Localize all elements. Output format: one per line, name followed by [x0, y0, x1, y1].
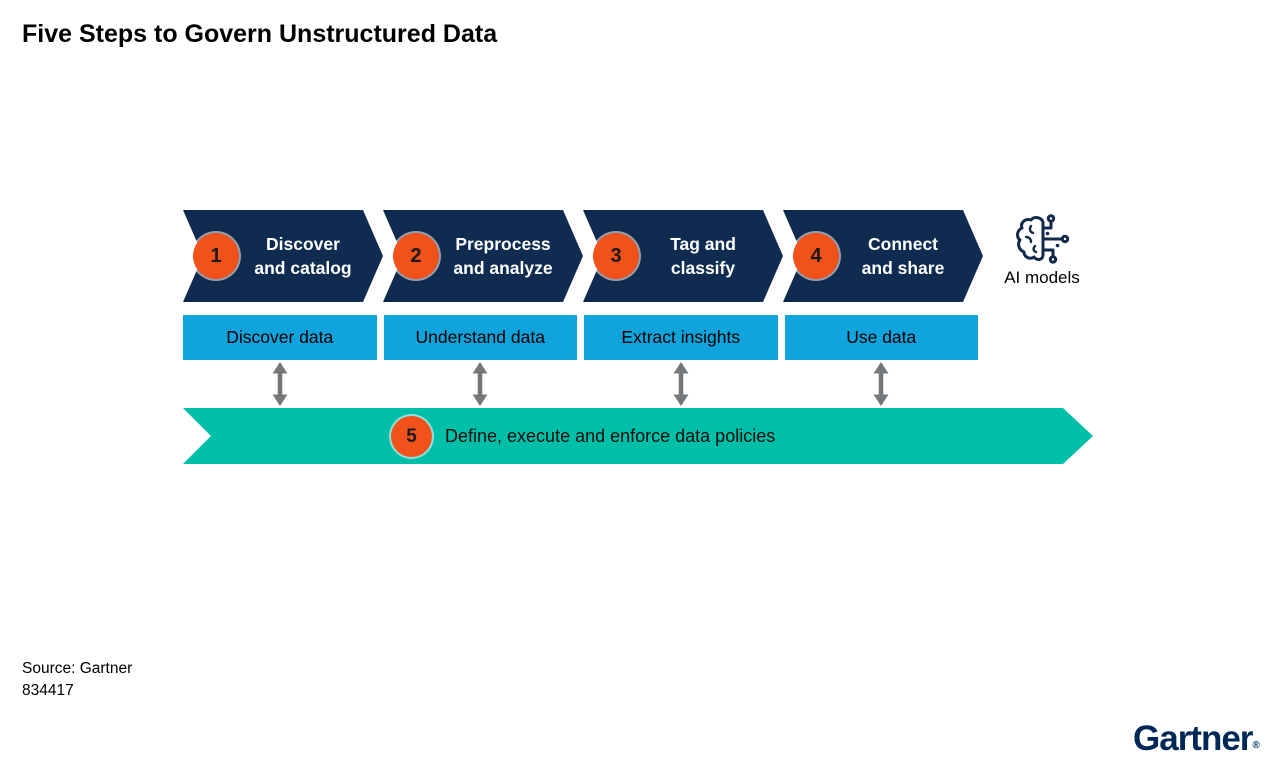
step-label: Connect and share	[861, 234, 945, 278]
chevron-shape	[583, 210, 783, 302]
double-arrow-icon	[472, 362, 488, 406]
source-id: 834417	[22, 682, 74, 699]
step-label: Tag and classify	[670, 234, 736, 278]
step-chevron-2: 2 Preprocess and analyze	[383, 210, 583, 302]
activity-box-extract-insights: Extract insights	[584, 315, 778, 360]
page-title: Five Steps to Govern Unstructured Data	[22, 20, 498, 48]
policy-label: Define, execute and enforce data policie…	[445, 425, 776, 446]
step-number: 4	[810, 244, 822, 267]
step-number: 2	[410, 244, 422, 267]
step-number-badge: 3	[593, 233, 639, 279]
activity-box-discover-data: Discover data	[183, 315, 377, 360]
chevron-shape	[383, 210, 583, 302]
chevron-shape	[783, 210, 983, 302]
step-label: Discover and catalog	[254, 234, 352, 278]
source-note: Source: Gartner 834417	[22, 658, 132, 702]
step-number: 1	[210, 244, 222, 267]
gartner-logo: Gartner®	[1133, 719, 1260, 758]
ai-models-block: AI models	[986, 213, 1098, 288]
double-arrow-icon	[272, 362, 288, 406]
step-number-badge: 1	[193, 233, 239, 279]
double-arrow-icon	[673, 362, 689, 406]
double-arrow-icon	[873, 362, 889, 406]
step-number-badge: 2	[393, 233, 439, 279]
activity-row: Discover data Understand data Extract in…	[183, 315, 978, 360]
step-number: 5	[406, 425, 417, 447]
step-number: 3	[610, 244, 622, 267]
ai-models-label: AI models	[1004, 268, 1080, 287]
chevron-shape	[183, 210, 383, 302]
brain-circuit-icon	[1016, 214, 1070, 264]
activity-box-understand-data: Understand data	[383, 315, 577, 360]
step-chevron-3: 3 Tag and classify	[583, 210, 783, 302]
step-chevron-4: 4 Connect and share	[783, 210, 983, 302]
step-label: Preprocess and analyze	[453, 234, 553, 278]
source-line: Source: Gartner	[22, 660, 133, 677]
activity-box-use-data: Use data	[784, 315, 978, 360]
registered-mark: ®	[1252, 740, 1260, 751]
step-chevron-1: 1 Discover and catalog	[183, 210, 383, 302]
step-number-badge: 4	[793, 233, 839, 279]
step-number-badge: 5	[391, 416, 432, 457]
